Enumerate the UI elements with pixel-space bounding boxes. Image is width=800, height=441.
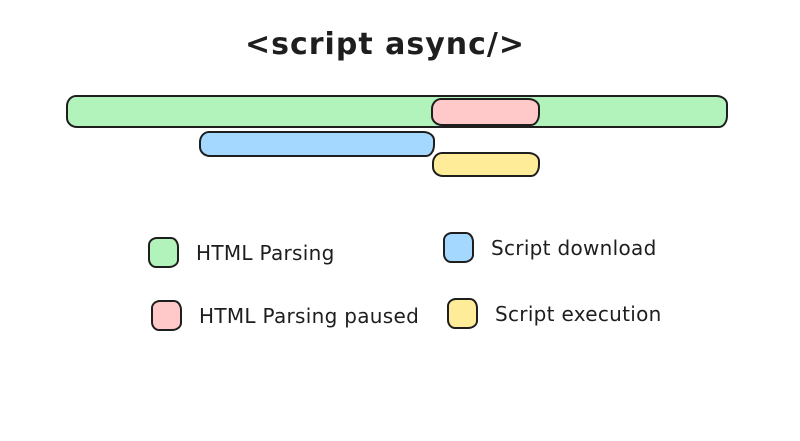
legend-item-script-download: Script download (443, 232, 657, 263)
timeline-bar-script-download (199, 131, 435, 157)
legend-item-html-parsing: HTML Parsing (148, 237, 335, 268)
legend-swatch-yellow (447, 298, 478, 329)
legend-label-html-parsing: HTML Parsing (196, 240, 335, 265)
legend-label-script-execution: Script execution (495, 301, 662, 326)
timeline-bar-html-parsing-paused (431, 98, 540, 126)
legend-swatch-pink (151, 300, 182, 331)
legend-swatch-green (148, 237, 179, 268)
legend-label-script-download: Script download (491, 235, 657, 260)
legend-swatch-blue (443, 232, 474, 263)
legend-item-html-parsing-paused: HTML Parsing paused (151, 300, 419, 331)
legend-label-html-parsing-paused: HTML Parsing paused (199, 303, 420, 328)
timeline-bar-html-parsing (66, 95, 728, 128)
diagram-title: <script async/> (244, 27, 525, 62)
timeline-bar-script-execution (432, 152, 540, 177)
legend-item-script-execution: Script execution (447, 298, 662, 329)
